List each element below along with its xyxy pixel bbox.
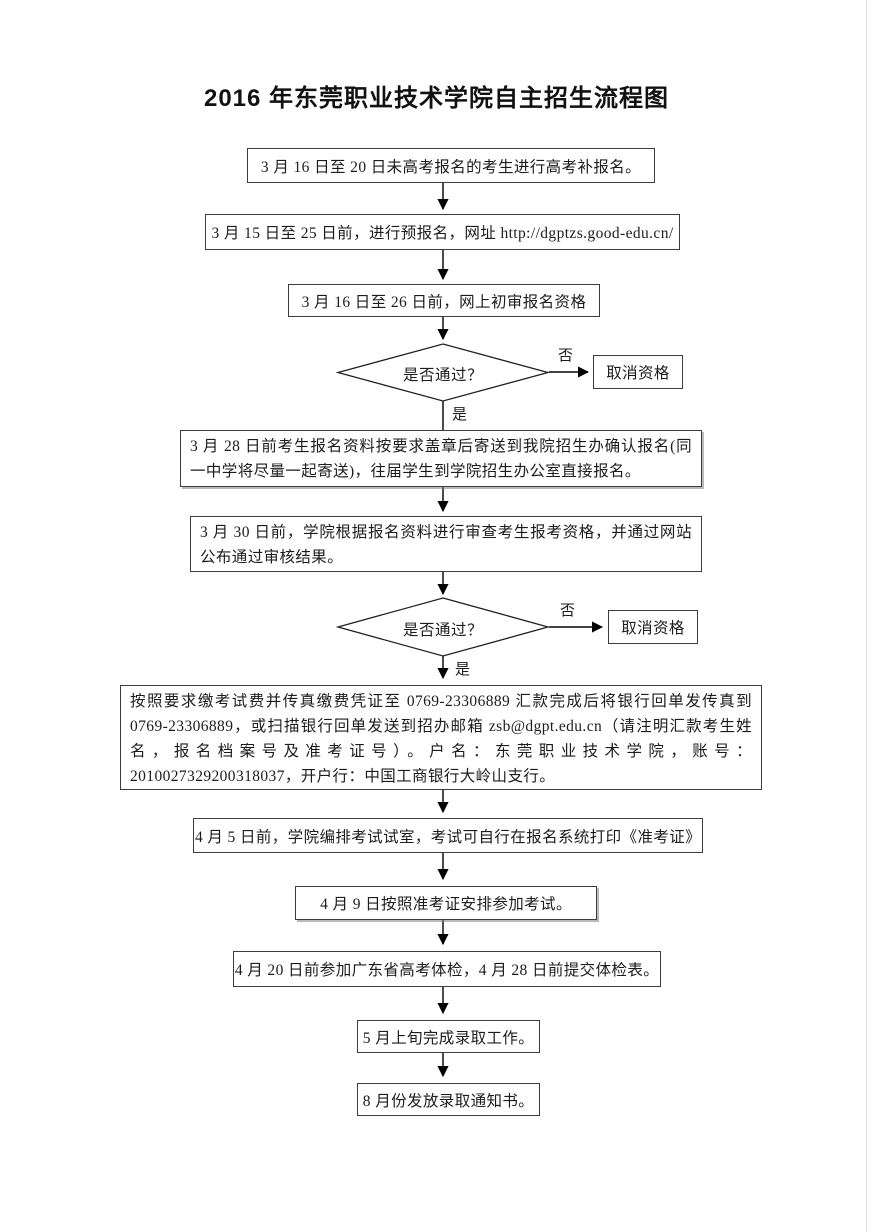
scan-edge-line	[866, 0, 867, 1232]
decision-diamond-shape	[335, 597, 551, 657]
branch-label-yes-1: 是	[452, 407, 468, 423]
flow-step-print-admission-ticket: 4 月 5 日前，学院编排考试试室，考试可自行在报名系统打印《准考证》	[193, 818, 703, 853]
decision-diamond-shape	[335, 343, 551, 402]
flow-step-qualification-review: 3 月 30 日前，学院根据报名资料进行审查考生报考资格，并通过网站公布通过审核…	[190, 516, 702, 572]
flow-step-complete-admission: 5 月上旬完成录取工作。	[357, 1020, 540, 1053]
flow-step-cancel-qualification-1: 取消资格	[593, 355, 683, 389]
decision-pass-1: 是否通过？	[402, 367, 483, 384]
branch-label-yes-2: 是	[455, 662, 471, 678]
branch-label-no-1: 否	[558, 348, 574, 364]
flow-step-online-preliminary-review: 3 月 16 日至 26 日前，网上初审报名资格	[288, 284, 600, 317]
branch-label-no-2: 否	[560, 603, 576, 619]
decision-pass-2: 是否通过？	[402, 622, 483, 639]
flow-step-supplementary-registration: 3 月 16 日至 20 日未高考报名的考生进行高考补报名。	[247, 148, 655, 183]
flow-step-mail-materials: 3 月 28 日前考生报名资料按要求盖章后寄送到我院招生办确认报名(同一中学将尽…	[180, 430, 702, 487]
flow-step-send-admission-letter: 8 月份发放录取通知书。	[357, 1083, 540, 1116]
page-title: 2016 年东莞职业技术学院自主招生流程图	[203, 85, 670, 112]
flow-step-physical-examination: 4 月 20 日前参加广东省高考体检，4 月 28 日前提交体检表。	[233, 951, 661, 987]
flow-step-take-exam: 4 月 9 日按照准考证安排参加考试。	[295, 886, 597, 920]
flow-step-pay-exam-fee: 按照要求缴考试费并传真缴费凭证至 0769-23306889 汇款完成后将银行回…	[120, 685, 762, 790]
flow-step-pre-registration: 3 月 15 日至 25 日前，进行预报名，网址 http://dgptzs.g…	[205, 214, 680, 250]
flow-step-cancel-qualification-2: 取消资格	[608, 610, 698, 644]
